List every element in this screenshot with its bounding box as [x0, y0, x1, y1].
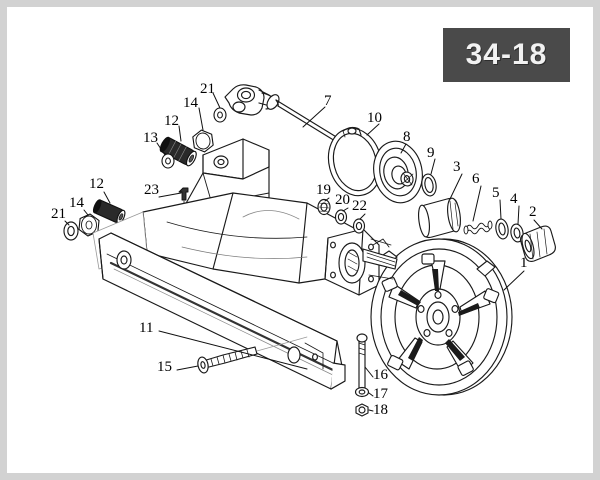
stud-bolt-group: [354, 333, 370, 417]
diagram-canvas: 34-18 1 2 3 4 5 6 7 8 9 10 11 12 13 14 1…: [7, 7, 593, 473]
callout-12: 12: [164, 113, 179, 129]
page-number-text: 34-18: [465, 38, 548, 71]
callout-12-lower: 12: [89, 176, 104, 192]
callout-5: 5: [492, 185, 500, 201]
oil-seal: [373, 140, 423, 204]
thrust-washer: [495, 218, 509, 240]
callout-21-upper: 21: [200, 81, 215, 97]
page-number-badge: 34-18: [443, 28, 570, 82]
callout-22: 22: [352, 198, 367, 214]
o-ring: [421, 173, 437, 197]
callout-1: 1: [520, 255, 528, 271]
callout-13: 13: [143, 130, 158, 146]
callout-4: 4: [510, 191, 518, 207]
callout-20: 20: [335, 192, 350, 208]
callout-15: 15: [157, 359, 172, 375]
callout-14-lower: 14: [69, 195, 84, 211]
flange-fasteners: [317, 198, 366, 234]
castle-nut: [519, 225, 556, 263]
spring: [463, 220, 493, 235]
callout-10: 10: [367, 110, 382, 126]
callout-19: 19: [316, 182, 331, 198]
lower-left-hardware: [63, 199, 126, 241]
lower-beam: [98, 232, 346, 390]
callout-18: 18: [373, 402, 388, 418]
bushing-sleeve: [417, 197, 461, 239]
callout-2: 2: [529, 204, 537, 220]
callout-11: 11: [139, 320, 154, 336]
callout-17: 17: [373, 386, 388, 402]
callout-23: 23: [144, 182, 159, 198]
parts-illustration: [63, 84, 556, 417]
leader-lines: [64, 92, 543, 412]
wheel-hub-assembly: [362, 238, 513, 396]
retaining-ring: [327, 126, 383, 197]
callout-8: 8: [403, 129, 411, 145]
callout-7: 7: [324, 93, 332, 109]
upper-hardware: [159, 107, 227, 169]
callout-3: 3: [453, 159, 461, 175]
callout-14: 14: [183, 95, 198, 111]
washer: [510, 223, 524, 243]
callout-9: 9: [427, 145, 435, 161]
callout-6: 6: [472, 171, 480, 187]
callout-16: 16: [373, 367, 388, 383]
callout-21-lower: 21: [51, 206, 66, 222]
